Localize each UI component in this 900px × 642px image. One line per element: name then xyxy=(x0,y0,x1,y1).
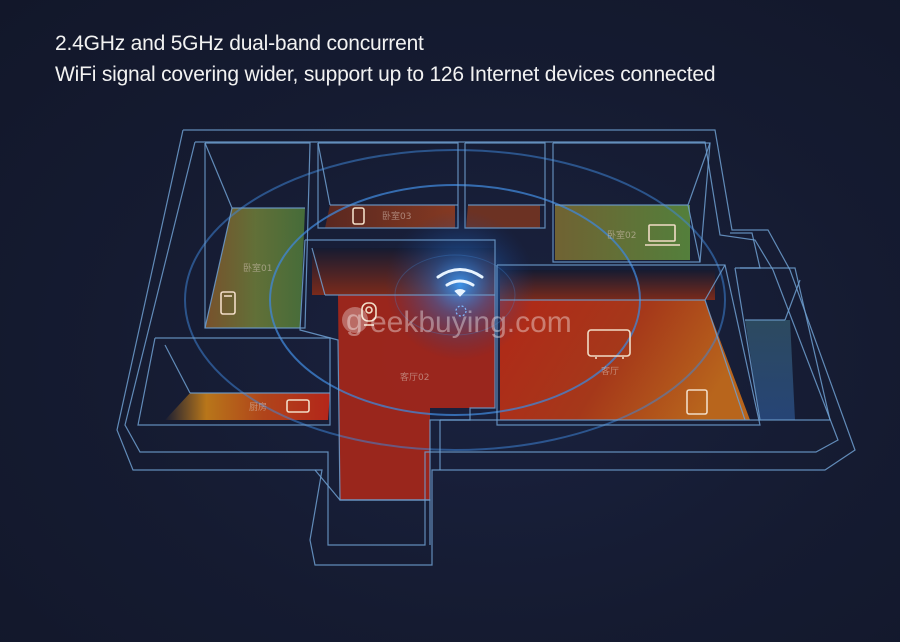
wifi-icon xyxy=(436,268,484,297)
watermark: g eekbuying.com xyxy=(342,304,572,339)
watermark-prefix: g xyxy=(346,304,363,337)
watermark-text: eekbuying.com xyxy=(370,306,572,339)
router-indicator-icon xyxy=(455,305,467,317)
tv-icon xyxy=(587,329,631,359)
room-label-bedroom01: 卧室01 xyxy=(243,262,272,274)
headline-line-2: WiFi signal covering wider, support up t… xyxy=(55,63,716,86)
floor-living-back xyxy=(500,270,715,300)
room-label-bedroom02: 卧室02 xyxy=(607,229,636,241)
room-label-bedroom03: 卧室03 xyxy=(382,210,411,222)
room-label-living: 客厅 xyxy=(601,365,619,377)
room-label-kitchen: 厨房 xyxy=(249,401,267,413)
devices xyxy=(220,207,708,415)
headline-line-1: 2.4GHz and 5GHz dual-band concurrent xyxy=(55,32,424,55)
walls xyxy=(116,129,856,566)
camera-icon xyxy=(361,302,377,326)
laptop-icon xyxy=(645,224,680,246)
floor-bedroom01 xyxy=(205,208,305,328)
room-label-living02: 客厅02 xyxy=(400,371,429,383)
watermark-logo-icon xyxy=(342,307,368,333)
floor-balcony xyxy=(745,320,795,420)
tablet-icon xyxy=(686,389,708,415)
floor-bedroom02 xyxy=(555,205,690,260)
phone-icon xyxy=(220,291,236,315)
tablet-icon xyxy=(286,399,310,413)
phone-icon xyxy=(352,207,365,225)
